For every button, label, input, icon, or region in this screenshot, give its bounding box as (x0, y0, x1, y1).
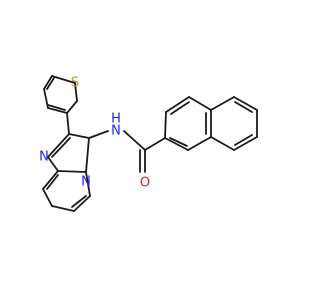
bond-line (85, 137, 90, 173)
bond-line (51, 75, 76, 84)
bond-line (188, 96, 212, 111)
bond-line (71, 195, 87, 208)
bond-line (47, 156, 59, 172)
atom-label-layer: S N H N N O (39, 76, 150, 191)
bond-line (47, 107, 68, 114)
bond-line (234, 101, 253, 113)
amide-nitrogen-label: N (111, 124, 121, 139)
bond-line (187, 136, 212, 151)
bond-line (73, 195, 91, 212)
bond-line (46, 77, 55, 90)
carbonyl-oxygen-label: O (140, 176, 150, 191)
bond-line (68, 133, 90, 139)
imidazole-nitrogen-label: N (39, 150, 49, 165)
bond-line (234, 134, 253, 146)
bond-line (88, 130, 109, 139)
bond-line (165, 96, 190, 113)
bond-line (210, 96, 235, 111)
bond-line (47, 104, 66, 111)
bond-line (144, 137, 166, 151)
bond-line (47, 133, 70, 158)
bond-line (74, 82, 78, 102)
bond-line (85, 171, 91, 197)
structure-canvas: S N H N N O (0, 0, 300, 300)
molecule-structure: S N H N N O (0, 0, 300, 300)
bond-line (66, 112, 70, 135)
bond-line (164, 137, 189, 151)
bond-line (42, 170, 59, 190)
bond-line (43, 75, 53, 90)
bond-line (51, 137, 71, 158)
bond-line (123, 130, 146, 151)
sulfur-atom-label: S (71, 76, 79, 91)
amide-hydrogen-label: H (111, 112, 121, 127)
bond-line (210, 136, 235, 151)
bond-line (66, 100, 78, 114)
bond-line (46, 174, 59, 190)
bond-line (169, 137, 188, 147)
bond-line (233, 136, 258, 151)
bond-line (42, 188, 53, 207)
background (0, 0, 300, 300)
bond-line (164, 111, 167, 139)
bond-layer (42, 75, 258, 212)
bond-line (233, 96, 258, 111)
bond-line (170, 101, 190, 115)
bridgehead-nitrogen-label: N (81, 175, 91, 190)
bond-line (57, 170, 87, 173)
bond-line (51, 205, 75, 212)
